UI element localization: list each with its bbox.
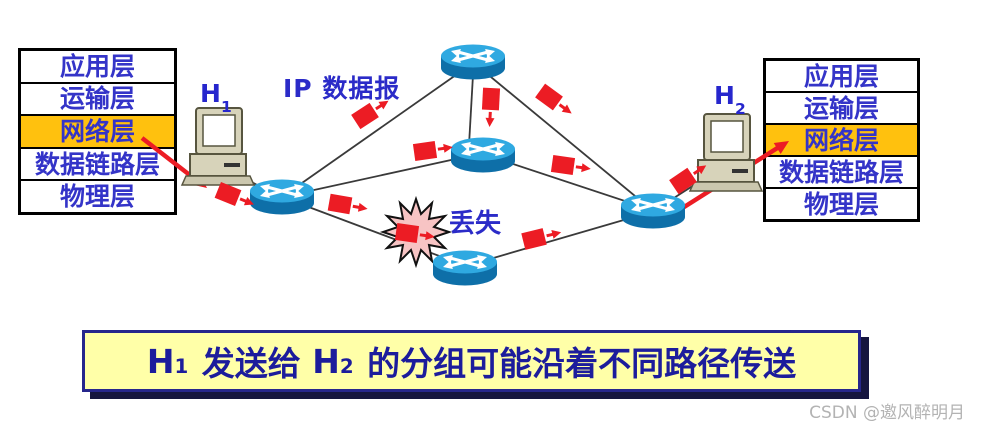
datagram-packet-icon	[533, 82, 579, 122]
datagram-packet-icon	[667, 156, 713, 196]
left-protocol-stack: 应用层 运输层 网络层 数据链路层 物理层	[18, 48, 177, 215]
datagram-packet-icon	[479, 86, 502, 129]
caption-h2-sub: 2	[339, 354, 354, 378]
router-icon-r5	[619, 192, 687, 230]
h1-sub: 1	[220, 98, 232, 116]
link-r2-r3	[468, 74, 474, 146]
link-r3-r5	[482, 153, 653, 211]
caption-mid-text: 发送给	[190, 344, 313, 383]
caption-h2-base: H	[312, 341, 340, 381]
link-r1-r3	[281, 152, 484, 198]
h2-base: H	[714, 81, 735, 110]
layer-transport: 运输层	[766, 93, 917, 125]
router-icon-r3	[449, 136, 517, 174]
h1-base: H	[200, 79, 221, 108]
layer-network-highlighted: 网络层	[766, 125, 917, 157]
caption-h1-base: H	[146, 341, 175, 381]
datagram-packet-icon	[411, 137, 456, 163]
watermark-text: CSDN @邀风醉明月	[809, 403, 965, 422]
desktop-computer-icon-h1	[181, 107, 255, 186]
layer-physical: 物理层	[59, 182, 135, 212]
layer-datalink: 数据链路层	[21, 149, 174, 182]
layer-datalink: 数据链路层	[766, 157, 917, 189]
desktop-computer-icon-h2	[689, 113, 763, 192]
layer-transport: 运输层	[21, 84, 174, 117]
packet-lost-label: 丢失	[449, 209, 502, 239]
layer-physical: 物理层	[803, 189, 879, 219]
ip-datagram-label: IP 数据报	[283, 74, 401, 103]
link-r5-h2	[654, 165, 725, 211]
layer-application: 应用层	[21, 51, 174, 84]
h2-sub: 2	[734, 100, 746, 118]
datagram-packet-icon-lost	[393, 221, 438, 247]
datagram-packet-icon	[549, 153, 594, 179]
router-icon-r4	[431, 249, 499, 287]
caption-rest-text: 的分组可能沿着不同路径传送	[355, 344, 797, 383]
layer-application: 应用层	[766, 61, 917, 93]
datagram-packet-icon	[213, 180, 259, 214]
router-icon-r1	[248, 178, 316, 216]
host-h2-label: H2	[714, 81, 746, 118]
datagram-packet-icon	[326, 192, 371, 219]
caption-h1-sub: 1	[174, 354, 189, 378]
host-h1-label: H1	[200, 79, 232, 116]
right-protocol-stack: 应用层 运输层 网络层 数据链路层 物理层	[763, 58, 920, 222]
link-r1-r4	[281, 196, 467, 267]
link-h1-r1	[229, 169, 276, 196]
link-r2-r5	[473, 62, 653, 211]
router-icon-r2	[439, 43, 507, 81]
explosion-burst-icon	[379, 195, 453, 269]
layer-network-highlighted: 网络层	[21, 116, 174, 149]
datagram-packet-icon	[519, 222, 565, 252]
